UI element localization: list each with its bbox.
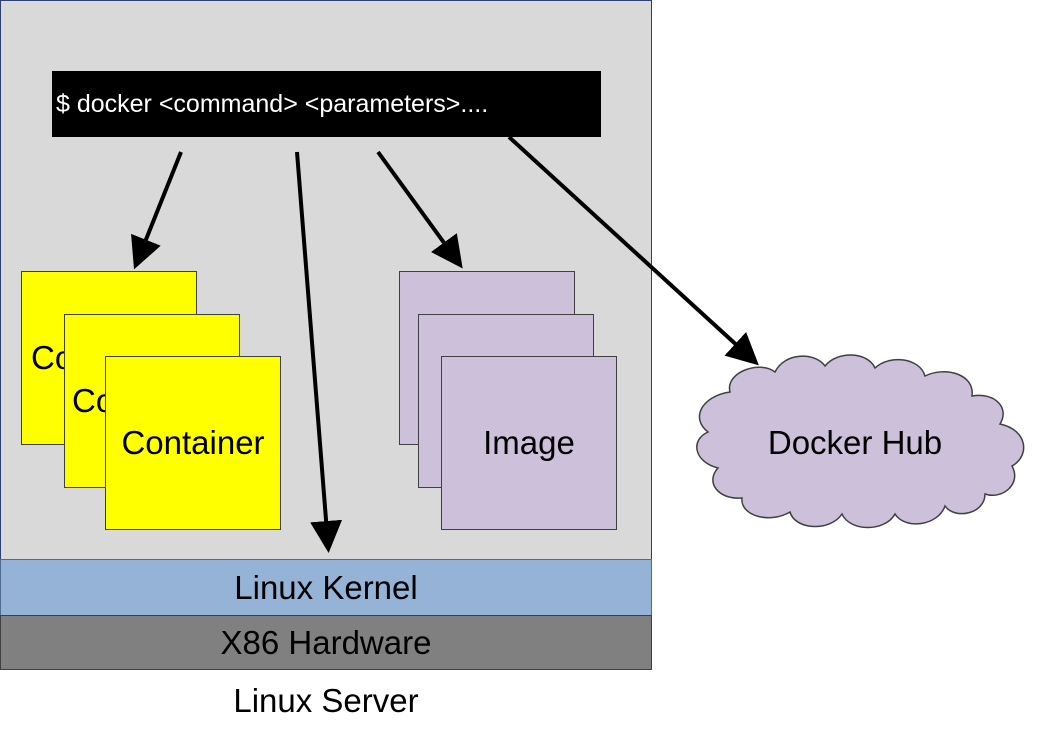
arrow-to-images <box>376 150 463 269</box>
arrow-to-containers <box>131 151 183 270</box>
x86-hardware-layer: X86 Hardware <box>0 615 652 670</box>
linux-server-label: Linux Server <box>233 682 419 719</box>
arrow-to-docker-hub <box>507 135 759 366</box>
linux-kernel-label: Linux Kernel <box>234 568 418 606</box>
image-box-front: Image <box>441 356 617 530</box>
x86-hardware-label: X86 Hardware <box>220 623 432 661</box>
container-box-front: Container <box>105 356 281 530</box>
docker-hub-cloud-icon <box>696 354 1025 529</box>
arrow-to-kernel <box>295 151 343 553</box>
docker-command-bar: $ docker <command> <parameters>.... <box>52 71 601 137</box>
